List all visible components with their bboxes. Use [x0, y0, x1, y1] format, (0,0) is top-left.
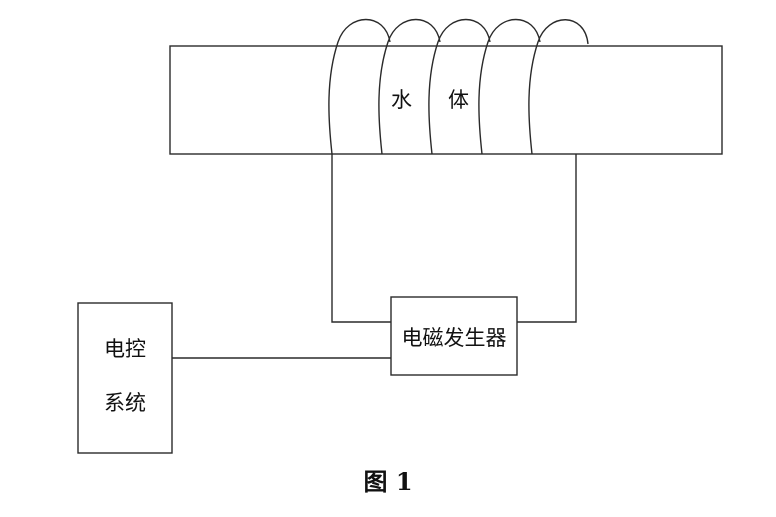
- water-pipe-body: [169, 45, 723, 155]
- control-system-label-line1: 电控: [104, 337, 146, 361]
- coil-lead-right: [517, 154, 577, 323]
- coil-loop-4: [478, 18, 541, 155]
- electromagnetic-generator-box: [390, 296, 518, 376]
- coil-winding: [328, 18, 589, 155]
- coil-loop-5: [528, 19, 589, 155]
- coil-loop-1: [328, 18, 391, 155]
- control-system-label-line2: 系统: [104, 391, 146, 415]
- body-label: 体: [448, 88, 469, 112]
- figure-caption: 图 1: [363, 467, 413, 496]
- coil-lead-left: [331, 154, 391, 323]
- coil-loop-2: [378, 18, 441, 155]
- electromagnetic-generator-label: 电磁发生器: [402, 326, 507, 350]
- electric-control-system-box: [77, 302, 173, 454]
- water-label: 水: [391, 88, 412, 112]
- coil-loop-3: [428, 18, 491, 155]
